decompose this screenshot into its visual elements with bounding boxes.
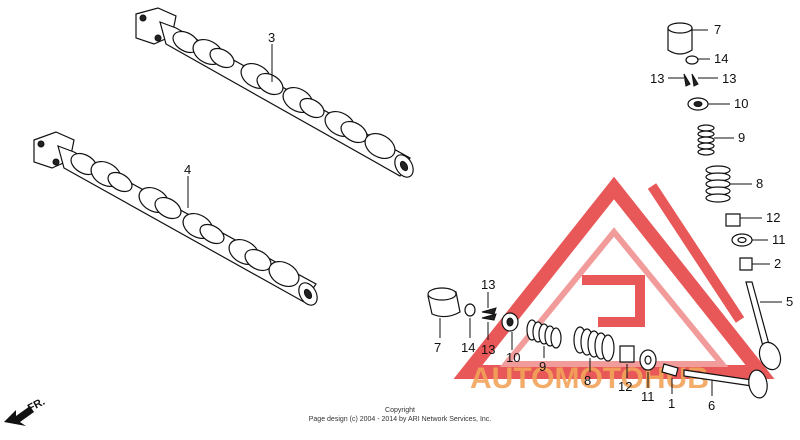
callout-2-right: 2: [774, 256, 781, 271]
camshaft-upper[interactable]: [135, 7, 417, 180]
copyright-line-2: Page design (c) 2004 - 2014 by ARI Netwo…: [309, 416, 492, 423]
callout-13-bottom: 13: [481, 342, 495, 357]
callout-14-right: 14: [714, 51, 728, 66]
callout-13-bottom-top: 13: [481, 277, 495, 292]
callout-5-right: 5: [786, 294, 793, 309]
callout-8-bottom: 8: [584, 373, 591, 388]
callout-12-bottom: 12: [618, 379, 632, 394]
callout-3: 3: [268, 30, 275, 45]
callout-8-right: 8: [756, 176, 763, 191]
callout-7-bottom: 7: [434, 340, 441, 355]
callout-11-bottom: 11: [641, 389, 655, 404]
callout-13-right-left: 13: [650, 71, 664, 86]
camshaft-lower[interactable]: [33, 131, 321, 308]
callout-4: 4: [184, 162, 191, 177]
valve-assembly-bottom[interactable]: [427, 287, 769, 399]
copyright-line-1: Copyright: [385, 407, 415, 414]
callout-7-right: 7: [714, 22, 721, 37]
callout-10-bottom: 10: [506, 350, 520, 365]
callout-9-right: 9: [738, 130, 745, 145]
fr-arrow-icon: [4, 406, 34, 426]
callout-10-right: 10: [734, 96, 748, 111]
callout-13-right-right: 13: [722, 71, 736, 86]
callout-11-right: 11: [772, 232, 786, 247]
callout-6-bottom: 6: [708, 398, 715, 413]
callout-12-right: 12: [766, 210, 780, 225]
callout-14-bottom: 14: [461, 340, 475, 355]
valve-assembly-right[interactable]: [667, 22, 784, 373]
callout-1-bottom: 1: [668, 396, 675, 411]
fr-label: FR.: [26, 396, 47, 415]
callout-9-bottom: 9: [539, 359, 546, 374]
automotohub-logo-icon: [453, 176, 775, 379]
